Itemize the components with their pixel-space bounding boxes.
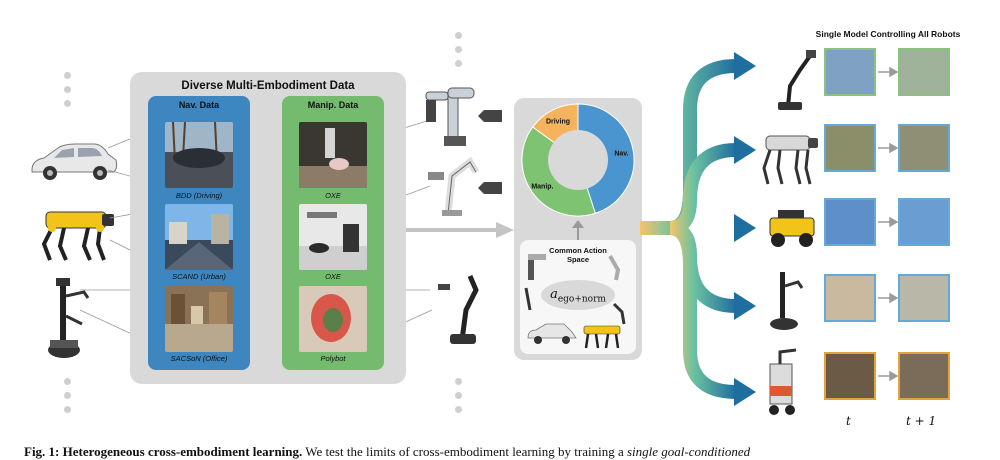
donut-label: Driving — [546, 118, 570, 125]
frame-t1-indoor — [898, 274, 950, 322]
nav-dataset-caption: SCAND (Urban) — [172, 272, 226, 281]
frame-t-indoor — [824, 274, 876, 322]
action-space-formula: aego+norm — [541, 280, 615, 310]
time-label-t-plus-1: t + 1 — [906, 414, 937, 428]
right-arm-robot-icon — [778, 50, 816, 110]
frame-t1-quadruped — [898, 124, 950, 172]
frame-t-arm — [824, 48, 876, 96]
caption-text: We test the limits of cross-embodiment l… — [302, 444, 627, 459]
frame-t1-arm — [898, 48, 950, 96]
time-label-t: t — [846, 414, 851, 428]
caption-italic: single goal-conditioned — [627, 444, 751, 459]
polybot-arm-icon — [438, 275, 479, 344]
donut-label: Manip. — [531, 183, 553, 190]
frame-t1-service — [898, 352, 950, 400]
fan-out-arrows — [640, 52, 756, 406]
separator-dots-mid-top — [455, 32, 463, 74]
frame-t-wheeled — [824, 198, 876, 246]
frame-t-quadruped — [824, 124, 876, 172]
mini-robots-illustration — [524, 254, 626, 349]
oxe-image-2 — [299, 204, 367, 270]
car-icon — [31, 143, 118, 180]
ur-arm-robot-icon — [425, 87, 502, 146]
separator-dots-mid-bottom — [455, 378, 463, 420]
separator-dots-left — [64, 72, 72, 114]
panel-title: Diverse Multi-Embodiment Data — [181, 80, 355, 92]
oxe-image-1 — [299, 122, 367, 188]
right-service-robot-icon — [769, 348, 797, 415]
donut-label: Nav. — [614, 151, 628, 158]
manip-dataset-caption: OXE — [325, 272, 341, 281]
manip-data-title: Manip. Data — [307, 100, 359, 110]
manip-dataset-caption: OXE — [325, 191, 341, 200]
cas-title-line2: Space — [566, 255, 590, 264]
formula-base: a — [550, 287, 558, 302]
right-quadruped-icon — [762, 135, 818, 185]
manip-dataset-caption: Polybot — [320, 354, 346, 363]
formula-subscript: ego+norm — [557, 294, 606, 305]
caption-bold: Fig. 1: Heterogeneous cross-embodiment l… — [24, 444, 303, 459]
frame-t-service — [824, 352, 876, 400]
bdd-driving-image — [165, 122, 233, 188]
sacson-office-image — [165, 286, 233, 352]
data-flow-arrow — [406, 222, 514, 238]
nav-data-title: Nav. Data — [178, 100, 220, 110]
separator-dots-left-bottom — [64, 378, 72, 420]
scand-urban-image — [165, 204, 233, 270]
right-wheeled-robot-icon — [769, 210, 815, 247]
nav-dataset-caption: SACSoN (Office) — [170, 354, 228, 363]
common-action-space-title: Common Action Space — [520, 246, 636, 264]
franka-arm-robot-icon — [428, 156, 502, 216]
frame-transition-arrows — [878, 66, 898, 382]
quadruped-robot-icon — [41, 211, 114, 261]
right-mobile-manipulator-icon — [770, 272, 804, 330]
polybot-image — [299, 286, 367, 352]
nav-dataset-caption: BDD (Driving) — [175, 191, 223, 200]
right-title: Single Model Controlling All Robots — [815, 29, 961, 39]
up-arrow — [572, 220, 584, 240]
figure-caption: Fig. 1: Heterogeneous cross-embodiment l… — [24, 444, 1000, 460]
mobile-manipulator-robot-icon — [48, 278, 90, 358]
frame-t1-wheeled — [898, 198, 950, 246]
cas-title-line1: Common Action — [549, 246, 607, 255]
